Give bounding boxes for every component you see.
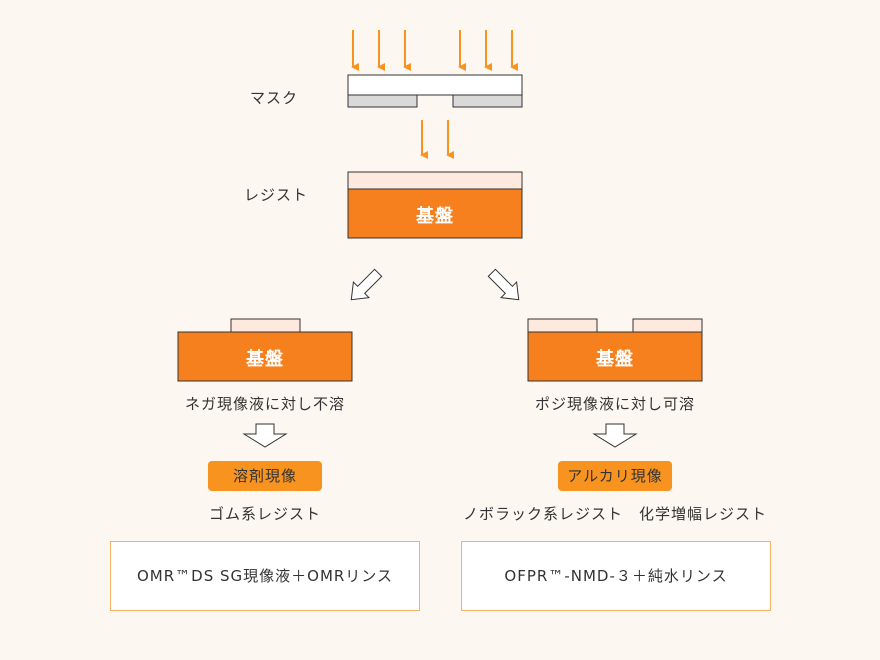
substrate-label-negative: 基盤 xyxy=(246,349,284,370)
positive-chemicals-box: OFPR™-NMD-３＋純水リンス xyxy=(461,541,771,611)
negative-resist-type: ゴム系レジスト xyxy=(208,505,321,523)
mask-pattern-right xyxy=(452,94,523,108)
resist-layer xyxy=(347,171,523,190)
remaining-resist xyxy=(230,318,301,333)
negative-result xyxy=(177,318,353,382)
negative-solubility: ネガ現像液に対し不溶 xyxy=(184,395,345,413)
branch-arrow-right xyxy=(487,268,520,301)
resist-label: レジスト xyxy=(244,186,309,204)
down-arrow-negative xyxy=(242,423,288,448)
substrate-label-top: 基盤 xyxy=(416,206,454,227)
positive-process-badge: アルカリ現像 xyxy=(558,461,672,491)
mask-label: マスク xyxy=(250,89,299,107)
substrate xyxy=(347,188,523,239)
remaining-resist-left xyxy=(527,318,598,333)
resist-on-substrate xyxy=(347,171,523,239)
mask xyxy=(347,74,523,108)
mask-pattern-left xyxy=(347,94,418,108)
substrate xyxy=(527,331,703,382)
positive-resist-type: ノボラック系レジスト 化学増幅レジスト xyxy=(462,505,767,523)
branch-arrow-left xyxy=(350,268,383,301)
substrate-label-positive: 基盤 xyxy=(596,349,634,370)
negative-process-badge: 溶剤現像 xyxy=(208,461,322,491)
positive-result xyxy=(527,318,703,382)
remaining-resist-right xyxy=(632,318,703,333)
substrate xyxy=(177,331,353,382)
exposure-light-arrows xyxy=(351,30,518,71)
negative-chemicals-box: OMR™DS SG現像液＋OMRリンス xyxy=(110,541,420,611)
down-arrow-positive xyxy=(592,423,638,448)
transmitted-light-arrows xyxy=(420,120,454,159)
positive-solubility: ポジ現像液に対し可溶 xyxy=(534,395,695,413)
